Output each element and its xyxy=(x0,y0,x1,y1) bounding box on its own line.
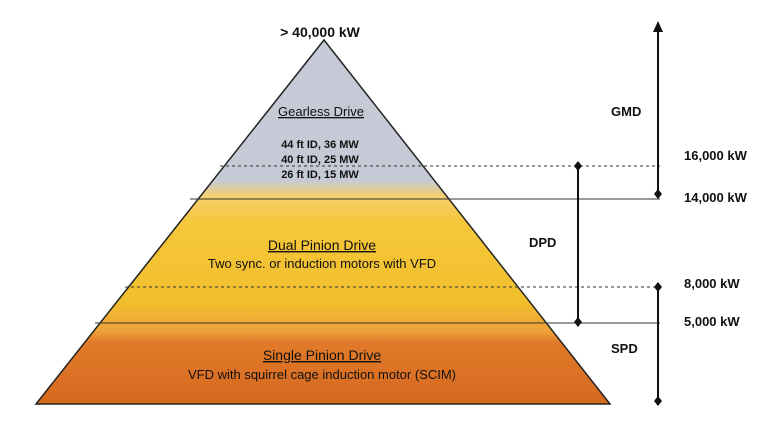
spd-label: SPD xyxy=(611,341,638,356)
dual-pinion-subtitle: Two sync. or induction motors with VFD xyxy=(208,256,436,271)
pyramid-body xyxy=(34,38,612,405)
spd-range-arrow xyxy=(654,282,662,406)
level-label-16000: 16,000 kW xyxy=(684,148,748,163)
gmd-range-arrow xyxy=(653,21,663,199)
gearless-line-3: 26 ft ID, 15 MW xyxy=(281,169,359,181)
gearless-drive-title: Gearless Drive xyxy=(278,104,364,119)
gmd-label: GMD xyxy=(611,104,641,119)
level-label-5000: 5,000 kW xyxy=(684,314,740,329)
single-pinion-title: Single Pinion Drive xyxy=(263,347,381,363)
single-pinion-subtitle: VFD with squirrel cage induction motor (… xyxy=(188,367,456,382)
gearless-line-1: 44 ft ID, 36 MW xyxy=(281,139,359,151)
apex-label: > 40,000 kW xyxy=(280,24,361,40)
level-label-8000: 8,000 kW xyxy=(684,276,740,291)
dpd-range-arrow xyxy=(574,161,582,327)
gearless-line-2: 40 ft ID, 25 MW xyxy=(281,154,359,166)
dual-pinion-title: Dual Pinion Drive xyxy=(268,237,376,253)
dpd-label: DPD xyxy=(529,235,556,250)
level-label-14000: 14,000 kW xyxy=(684,190,748,205)
